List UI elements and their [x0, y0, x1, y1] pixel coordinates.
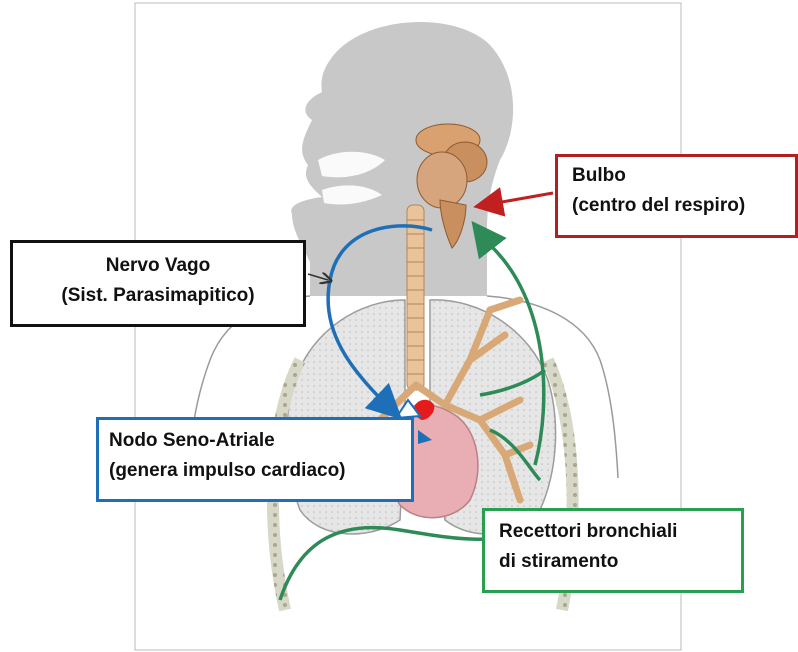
label-bulbo: Bulbo (centro del respiro) — [555, 154, 798, 238]
label-nodo-title: Nodo Seno-Atriale — [109, 426, 411, 456]
label-recettori-title: Recettori bronchiali — [499, 517, 741, 547]
label-nervo-vago: Nervo Vago (Sist. Parasimapitico) — [10, 240, 306, 327]
label-bulbo-title: Bulbo — [572, 161, 795, 191]
label-nervo-vago-subtitle: (Sist. Parasimapitico) — [13, 281, 303, 311]
label-recettori-subtitle: di stiramento — [499, 547, 741, 577]
label-nervo-vago-title: Nervo Vago — [13, 251, 303, 281]
label-bulbo-subtitle: (centro del respiro) — [572, 191, 795, 221]
label-recettori-bronchiali: Recettori bronchiali di stiramento — [482, 508, 744, 593]
trachea — [407, 205, 424, 390]
label-nodo-seno-atriale: Nodo Seno-Atriale (genera impulso cardia… — [96, 417, 414, 502]
label-nodo-subtitle: (genera impulso cardiaco) — [109, 456, 411, 486]
